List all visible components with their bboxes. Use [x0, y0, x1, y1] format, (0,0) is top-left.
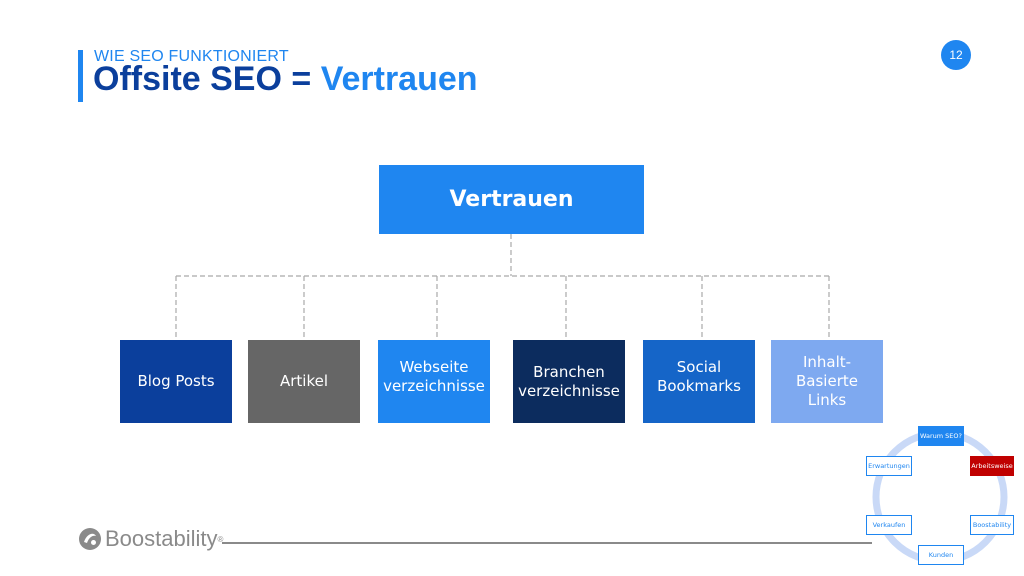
leaf-line: Branchen: [533, 362, 605, 381]
cycle-node-verkaufen: Verkaufen: [866, 515, 912, 535]
boostability-logo: Boostability ®: [78, 526, 223, 552]
page-title: Offsite SEO = Vertrauen: [93, 60, 478, 99]
leaf-line: Bookmarks: [657, 377, 741, 395]
leaf-line: Social: [676, 358, 722, 376]
page-number-badge: 12: [941, 40, 971, 70]
page-title-main: Offsite SEO =: [93, 60, 312, 98]
cycle-node-warum-seo: Warum SEO?: [918, 426, 964, 446]
leaf-node-webseite-verzeichnisse: Webseite verzeichnisse: [378, 340, 490, 423]
cycle-node-erwartungen: Erwartungen: [866, 456, 912, 476]
footer-divider: [222, 542, 872, 544]
leaf-node-branchen-verzeichnisse: Branchen verzeichnisse: [513, 340, 625, 423]
leaf-node-social-bookmarks: Social Bookmarks: [643, 340, 755, 423]
cycle-node-kunden: Kunden: [918, 545, 964, 565]
page-title-accent: Vertrauen: [320, 60, 478, 98]
leaf-line: Inhalt-: [802, 353, 852, 371]
leaf-node-artikel: Artikel: [248, 340, 360, 423]
boostability-logo-icon: [79, 528, 101, 550]
leaf-line: Artikel: [279, 372, 329, 390]
cycle-node-arbeitsweise: Arbeitsweise: [970, 456, 1014, 476]
leaf-line: Blog Posts: [137, 372, 215, 390]
cycle-node-boostability: Boostability: [970, 515, 1014, 535]
title-accent-bar: [78, 50, 83, 102]
logo-trademark: ®: [217, 534, 224, 544]
section-subtitle: WIE SEO FUNKTIONIERT: [94, 48, 289, 65]
logo-wordmark: Boostability: [105, 526, 218, 551]
leaf-line: verzeichnisse: [383, 377, 485, 395]
leaf-node-blog-posts: Blog Posts: [120, 340, 232, 423]
leaf-line: Links: [807, 391, 847, 409]
root-node-vertrauen: Vertrauen: [379, 165, 644, 234]
leaf-line: verzeichnisse: [518, 381, 620, 400]
leaf-line: Webseite: [399, 358, 469, 376]
leaf-line: Basierte: [796, 372, 858, 390]
leaf-node-inhalt-basierte-links: Inhalt- Basierte Links: [771, 340, 883, 423]
